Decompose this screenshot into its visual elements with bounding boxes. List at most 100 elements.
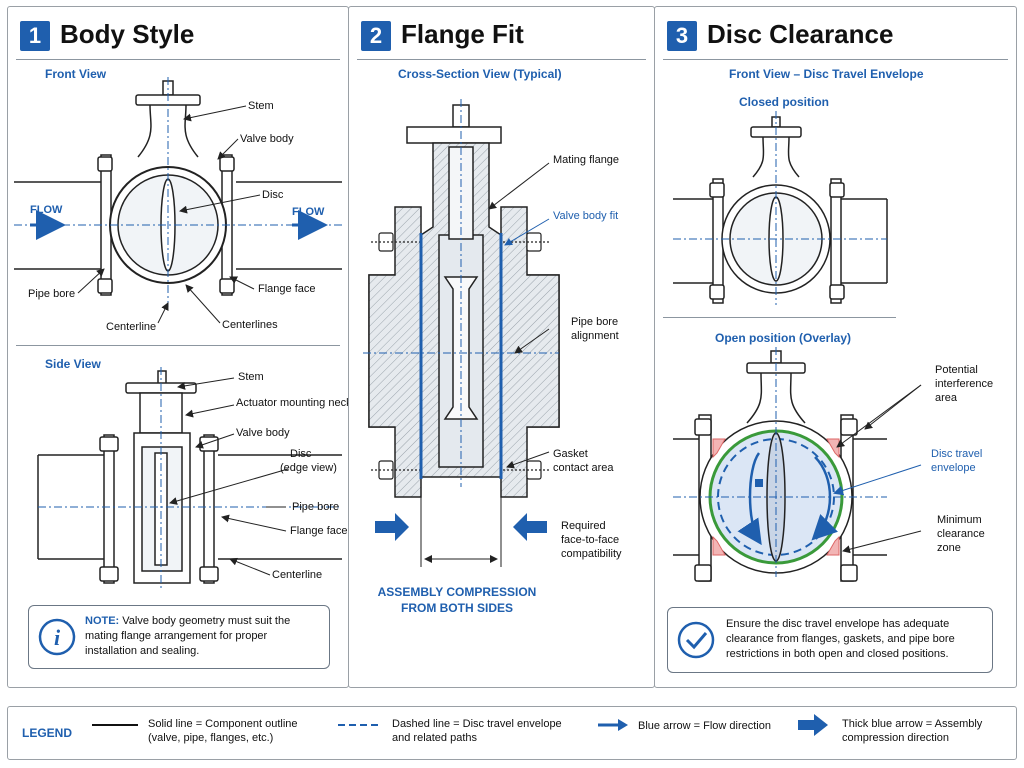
legend-solid-text-2: (valve, pipe, flanges, etc.) <box>148 732 274 744</box>
compression-caption-1: ASSEMBLY COMPRESSION <box>377 585 537 599</box>
compression-arrow-right <box>513 513 547 541</box>
disc-clearance-drawing <box>673 111 922 582</box>
panel-title: Flange Fit <box>401 19 524 49</box>
label-flow-right: FLOW <box>292 206 325 218</box>
label-interference: interference <box>935 378 994 390</box>
label-centerlines: Centerlineѕ <box>222 319 278 331</box>
flange-leaders <box>488 162 550 469</box>
panel-number: 2 <box>361 21 391 51</box>
legend-arrow-text: Blue arrow = Flow direction <box>638 720 771 732</box>
label-centerline: Centerline <box>106 321 157 333</box>
label-side-disc-edge: (edge view) <box>280 462 337 474</box>
label-potential: Potential <box>935 364 978 376</box>
panel-flange-fit: 2 Flange Fit Cross-Section View (Typical… <box>348 6 655 688</box>
gasket-blue-faces <box>419 233 503 479</box>
cross-section-heading: Cross-Section View (Typical) <box>398 67 562 81</box>
side-flanges <box>99 434 219 584</box>
face-to-face-dimension <box>420 497 502 567</box>
label-compatibility: compatibility <box>561 548 622 560</box>
side-view-heading: Side View <box>45 357 101 371</box>
panel-disc-clearance: 3 Disc Clearance Front View – Disc Trave… <box>654 6 1017 688</box>
side-leaders <box>169 377 289 576</box>
section-divider <box>663 317 896 318</box>
rotation-arrow-right <box>811 456 838 541</box>
check-circle-icon <box>677 621 715 659</box>
label-side-valve-body: Valve body <box>236 427 290 439</box>
label-pipe-bore: Pipe bore <box>571 316 619 328</box>
note-bold: NOTE: <box>85 615 120 627</box>
rotation-marker <box>755 479 763 487</box>
panel-title: Body Style <box>60 19 195 49</box>
label-contact-area: contact area <box>553 462 614 474</box>
travel-envelope-heading: Front View – Disc Travel Envelope <box>729 67 924 81</box>
svg-text:i: i <box>54 625 61 650</box>
closed-valve <box>673 116 888 304</box>
closed-position-heading: Closed position <box>739 95 829 109</box>
front-view-heading: Front View <box>45 67 107 81</box>
front-pipe-right <box>236 181 342 270</box>
info-icon: i <box>38 618 76 656</box>
label-envelope: envelope <box>931 462 976 474</box>
rotation-arrow-left <box>737 452 762 546</box>
legend-flow-arrow <box>598 719 628 731</box>
label-face-to-face: face-to-face <box>561 534 620 546</box>
label-valve-body-fit: Valve body fit <box>553 210 619 222</box>
label-clearance: clearance <box>937 528 985 540</box>
label-actuator-neck: Actuator mounting neck <box>236 397 352 409</box>
legend-title: LEGEND <box>22 726 73 740</box>
label-mating-flange: Mating flange <box>553 154 620 166</box>
panel-number: 1 <box>20 21 50 51</box>
label-flow-left: FLOW <box>30 204 63 216</box>
label-valve-body: Valve body <box>240 133 294 145</box>
title-divider <box>663 59 1008 60</box>
legend-dashed-text-2: and related paths <box>392 732 478 744</box>
label-stem: Stem <box>248 100 274 112</box>
label-disc-travel: Disc travel <box>931 448 983 460</box>
valve-body-section <box>406 104 502 478</box>
legend-dashed-text-1: Dashed line = Disc travel envelope <box>392 718 562 730</box>
body-style-drawing <box>14 77 342 591</box>
title-divider <box>357 59 646 60</box>
label-side-flange-face: Flange face <box>290 525 348 537</box>
clearance-note-text: Ensure the disc travel envelope has adeq… <box>726 618 955 660</box>
legend-thick-text-1: Thick blue arrow = Assembly <box>842 718 983 730</box>
label-alignment: alignment <box>571 330 619 342</box>
label-zone: zone <box>937 542 961 554</box>
flange-fit-drawing <box>363 99 560 567</box>
panel-title: Disc Clearance <box>707 19 894 49</box>
panel-number: 3 <box>667 21 697 51</box>
label-side-centerline: Centerline <box>272 569 323 581</box>
legend-compression-arrow <box>798 714 828 736</box>
compression-caption-2: FROM BOTH SIDES <box>400 601 513 615</box>
note-body: Valve body geometry must suit the mating… <box>85 615 291 657</box>
leader-travel-envelope <box>833 464 922 496</box>
interference-areas <box>712 438 840 556</box>
title-divider <box>16 59 340 60</box>
label-gasket: Gasket <box>553 448 588 460</box>
legend-symbols <box>92 714 828 736</box>
note-box: i NOTE: Valve body geometry must suit th… <box>28 605 330 669</box>
clearance-note-box: Ensure the disc travel envelope has adeq… <box>667 607 993 673</box>
note-text: NOTE: Valve body geometry must suit the … <box>85 614 321 659</box>
section-divider <box>16 345 340 346</box>
legend-thick-text-2: compression direction <box>842 732 949 744</box>
compression-arrow-left <box>375 513 409 541</box>
mating-flanges <box>368 206 560 498</box>
label-side-disc: Disc <box>290 448 312 460</box>
panel-body-style: 1 Body Style Front View Side View <box>7 6 352 688</box>
legend-solid-text-1: Solid line = Component outline <box>148 718 298 730</box>
front-leaders <box>77 105 261 324</box>
open-position-heading: Open position (Overlay) <box>715 331 852 345</box>
legend: LEGEND Solid line = Component outline (v… <box>7 706 1017 760</box>
label-flange-face: Flange face <box>258 283 316 295</box>
label-required: Required <box>561 520 606 532</box>
label-minimum: Minimum <box>937 514 982 526</box>
label-disc: Disc <box>262 189 284 201</box>
label-area: area <box>935 392 958 404</box>
label-side-stem: Stem <box>238 371 264 383</box>
front-pipe-left <box>14 181 103 270</box>
leader-valve-body-fit <box>504 218 550 246</box>
label-pipe-bore: Pipe bore <box>28 288 76 300</box>
clearance-leaders <box>836 384 922 554</box>
label-side-pipe-bore: Pipe bore <box>292 501 340 513</box>
